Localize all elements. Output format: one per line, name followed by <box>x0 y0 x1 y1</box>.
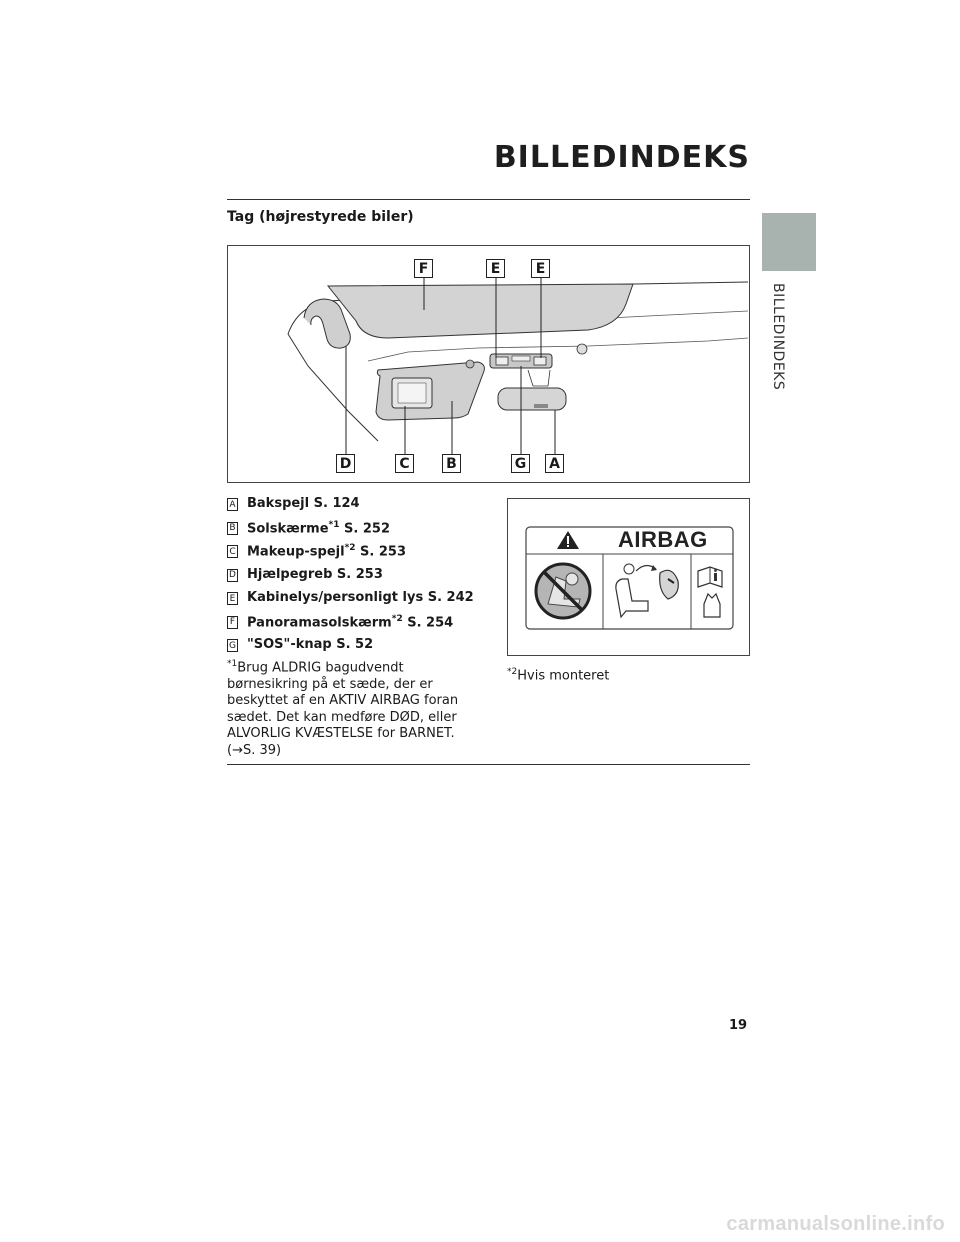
callout-g: G <box>511 454 530 473</box>
list-item: D Hjælpegreb S. 253 <box>227 567 497 591</box>
callout-a: A <box>545 454 564 473</box>
airbag-word: AIRBAG <box>618 527 708 552</box>
list-item: A Bakspejl S. 124 <box>227 496 497 520</box>
legend-text: Kabinelys/personligt lys S. 242 <box>247 590 474 605</box>
legend-letter: B <box>227 521 238 535</box>
legend-letter: C <box>227 545 238 558</box>
legend-text: "SOS"-knap S. 52 <box>247 637 374 652</box>
section-divider <box>227 764 750 765</box>
callout-f: F <box>414 259 433 278</box>
legend-text: Solskærme*1 S. 252 <box>247 519 390 536</box>
list-item: E Kabinelys/personligt lys S. 242 <box>227 590 497 614</box>
roof-drawing <box>287 278 749 454</box>
legend-list: A Bakspejl S. 124 B Solskærme*1 S. 252 C… <box>227 496 497 661</box>
header-divider <box>227 199 750 200</box>
footnote-text: Hvis monteret <box>517 668 610 684</box>
legend-letter: A <box>227 498 238 511</box>
list-item: G "SOS"-knap S. 52 <box>227 637 497 661</box>
footnote-2: *2Hvis monteret <box>507 664 609 685</box>
legend-letter: G <box>227 639 238 652</box>
legend-text: Makeup-spejl*2 S. 253 <box>247 543 407 560</box>
page-number: 19 <box>729 1018 748 1033</box>
page-title: BILLEDINDEKS <box>493 140 750 175</box>
legend-text: Panoramasolskærm*2 S. 254 <box>247 613 454 630</box>
legend-text: Hjælpegreb S. 253 <box>247 566 383 582</box>
list-item: C Makeup-spejl*2 S. 253 <box>227 543 497 567</box>
callout-c: C <box>395 454 414 473</box>
callout-d: D <box>336 454 355 473</box>
airbag-warning-label: AIRBAG <box>507 498 750 656</box>
footnote-text: Brug ALDRIG bagudvendt børnesikring på e… <box>227 660 459 758</box>
callout-e: E <box>531 259 550 278</box>
airbag-label-drawing <box>525 526 734 630</box>
footnote-marker: *2 <box>507 667 518 677</box>
list-item: F Panoramasolskærm*2 S. 254 <box>227 614 497 638</box>
footnote-1: *1Brug ALDRIG bagudvendt børnesikring på… <box>227 656 477 759</box>
footnote-marker: *1 <box>227 659 238 669</box>
legend-letter: D <box>227 568 238 582</box>
watermark: carmanualsonline.info <box>726 1213 945 1235</box>
chapter-tab <box>762 213 816 271</box>
list-item: B Solskærme*1 S. 252 <box>227 520 497 544</box>
callout-e: E <box>486 259 505 278</box>
roof-illustration: F E E D C B G A <box>227 245 750 483</box>
section-title: Tag (højrestyrede biler) <box>227 209 414 225</box>
legend-letter: F <box>227 615 238 629</box>
callout-b: B <box>442 454 461 473</box>
chapter-tab-label: BILLEDINDEKS <box>770 283 786 391</box>
legend-letter: E <box>227 592 238 605</box>
legend-text: Bakspejl S. 124 <box>247 496 360 511</box>
